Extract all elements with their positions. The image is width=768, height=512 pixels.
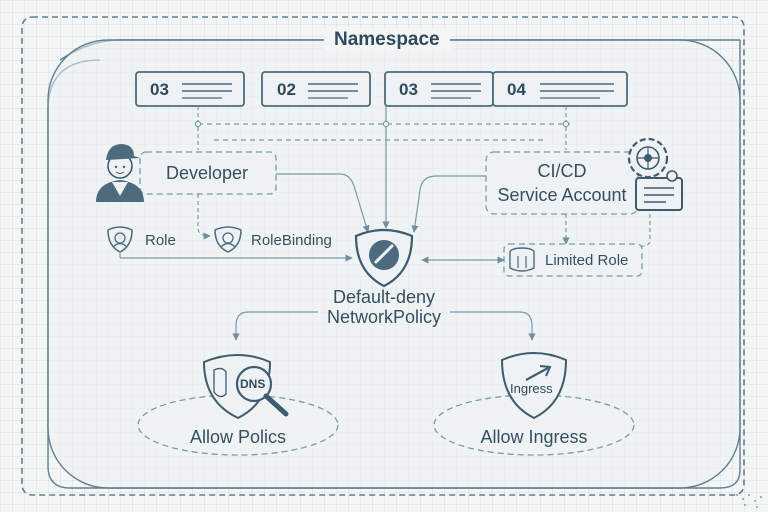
pod-label-2: 02 xyxy=(277,80,296,99)
pod-box-2 xyxy=(261,71,371,107)
policy-label-line2: NetworkPolicy xyxy=(326,307,442,327)
allow-dns-ellipse xyxy=(137,394,339,456)
gear-icon xyxy=(627,137,669,179)
pod-box-3 xyxy=(384,71,494,107)
policy-shield-icon xyxy=(354,228,414,288)
allow-ingress-ellipse xyxy=(433,394,635,456)
ingress-icon-text: Ingress xyxy=(510,381,553,396)
outer-frame xyxy=(21,16,745,496)
ingress-shield-icon xyxy=(500,352,568,420)
developer-avatar-icon xyxy=(96,144,144,202)
pod-label-1: 03 xyxy=(150,80,169,99)
allow-ingress-label: Allow Ingress xyxy=(480,427,588,447)
dns-icon-text: DNS xyxy=(240,377,266,391)
pod-label-3: 03 xyxy=(399,80,418,99)
pod-label-4: 04 xyxy=(507,80,526,99)
developer-box xyxy=(139,151,277,195)
allow-dns-label: Allow Polics xyxy=(189,427,287,447)
service-account-card-icon xyxy=(635,170,683,211)
role-label: Role xyxy=(145,232,176,249)
magnifier-icon xyxy=(235,365,289,417)
corner-dots xyxy=(736,494,762,508)
pod-bus-lines xyxy=(194,106,570,229)
limited-role-label: Limited Role xyxy=(545,252,629,269)
limited-role-cylinder-icon xyxy=(509,247,535,272)
policy-label-line1: Default-deny xyxy=(332,287,436,307)
rolebinding-shield-icon xyxy=(214,226,242,253)
pod-box-4 xyxy=(492,71,628,107)
cicd-connectors xyxy=(411,175,651,247)
namespace-title: Namespace xyxy=(324,29,450,51)
pod-box-1 xyxy=(135,71,245,107)
developer-connectors xyxy=(119,173,370,262)
policy-branches xyxy=(232,311,536,341)
cicd-label-line2: Service Account xyxy=(497,185,627,205)
cicd-label-line1: CI/CD xyxy=(537,161,587,181)
rolebinding-label: RoleBinding xyxy=(251,232,332,249)
developer-label: Developer xyxy=(166,163,249,183)
role-shield-icon xyxy=(107,226,133,253)
